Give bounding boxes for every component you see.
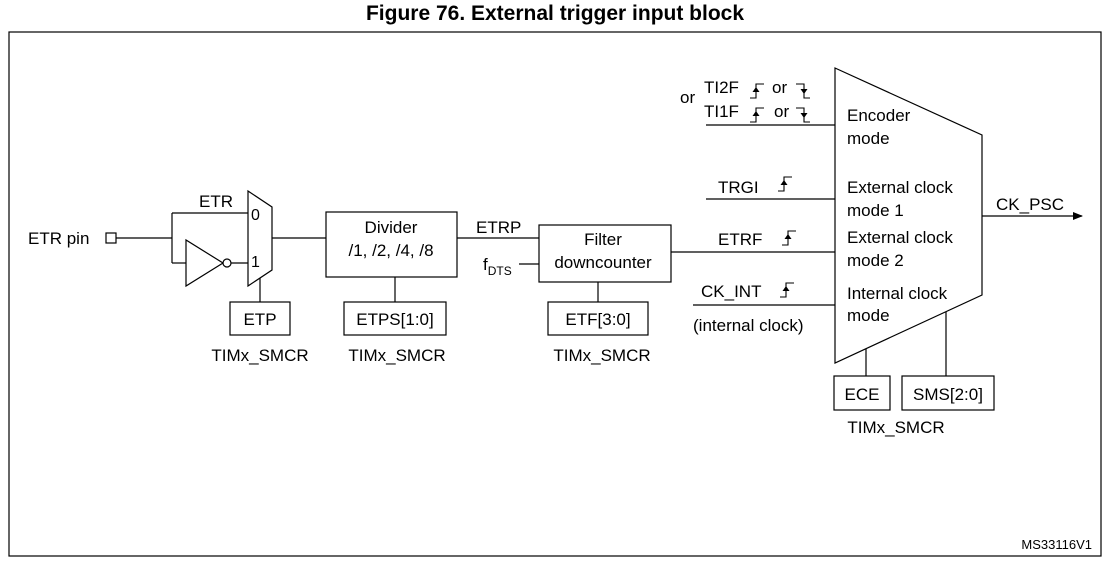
figure-title: Figure 76. External trigger input block <box>365 2 745 25</box>
falling-arrow-icon-ti1f <box>800 113 808 118</box>
etrp-label: ETRP <box>476 218 521 237</box>
ext-clock-mode1-line1: External clock <box>847 178 953 197</box>
mux-input-1: 1 <box>251 254 260 271</box>
filter-title: Filter <box>584 230 622 249</box>
divider-block <box>325 211 458 278</box>
or-prefix-label: or <box>680 88 695 107</box>
etp-register <box>229 301 291 336</box>
rising-arrow-icon-trgi <box>780 180 788 185</box>
ext-clock-mode2-line1: External clock <box>847 228 953 247</box>
ece-register <box>833 375 891 411</box>
smcr-label-etf: TIMx_SMCR <box>553 346 650 365</box>
ext-clock-mode2-line2: mode 2 <box>847 251 904 270</box>
ext-clock-mode1-line2: mode 1 <box>847 201 904 220</box>
divider-ratios: /1, /2, /4, /8 <box>348 241 433 260</box>
etf-register <box>547 301 649 336</box>
smcr-label-etp: TIMx_SMCR <box>211 346 308 365</box>
etp-label: ETP <box>243 310 276 329</box>
ti2f-label: TI2F <box>704 78 739 97</box>
mode-select-mux <box>834 67 983 364</box>
inverter-bubble <box>222 258 232 268</box>
encoder-mode-line1: Encoder <box>847 106 911 125</box>
etrf-label: ETRF <box>718 230 762 249</box>
ece-label: ECE <box>845 385 880 404</box>
etps-register <box>343 301 447 336</box>
fdts-label: fDTS <box>483 255 512 278</box>
sms-register <box>901 375 995 411</box>
etr-label: ETR <box>199 192 233 211</box>
falling-arrow-icon-ti2f <box>800 89 808 94</box>
sms-label: SMS[2:0] <box>913 385 983 404</box>
ti1f-or-label: or <box>774 102 789 121</box>
smcr-label-ece-sms: TIMx_SMCR <box>847 418 944 437</box>
internal-clock-label: (internal clock) <box>693 316 804 335</box>
smcr-label-etps: TIMx_SMCR <box>348 346 445 365</box>
divider-title: Divider <box>365 218 418 237</box>
rising-arrow-icon-ti1f <box>752 111 760 116</box>
etr-pin-label: ETR pin <box>28 229 89 248</box>
rising-arrow-icon-ti2f <box>752 87 760 92</box>
filter-subtitle: downcounter <box>554 253 652 272</box>
internal-clock-mode-line2: mode <box>847 306 890 325</box>
figure-frame <box>8 31 1102 557</box>
mux-input-0: 0 <box>251 207 260 224</box>
etps-label: ETPS[1:0] <box>356 310 433 329</box>
internal-clock-mode-line1: Internal clock <box>847 284 948 303</box>
rising-arrow-icon-etrf <box>784 234 792 239</box>
ck-psc-label: CK_PSC <box>996 195 1064 214</box>
encoder-mode-line2: mode <box>847 129 890 148</box>
etr-multiplexer <box>247 189 273 288</box>
ti1f-label: TI1F <box>704 102 739 121</box>
ti2f-or-label: or <box>772 78 787 97</box>
etr-pin-terminal <box>105 232 117 244</box>
trgi-label: TRGI <box>718 178 759 197</box>
etf-label: ETF[3:0] <box>565 310 630 329</box>
rising-arrow-icon-ck-int <box>782 286 790 291</box>
ck-int-label: CK_INT <box>701 282 761 301</box>
filter-block <box>538 224 672 283</box>
inverter <box>185 238 225 288</box>
figure-id: MS33116V1 <box>1021 537 1092 552</box>
